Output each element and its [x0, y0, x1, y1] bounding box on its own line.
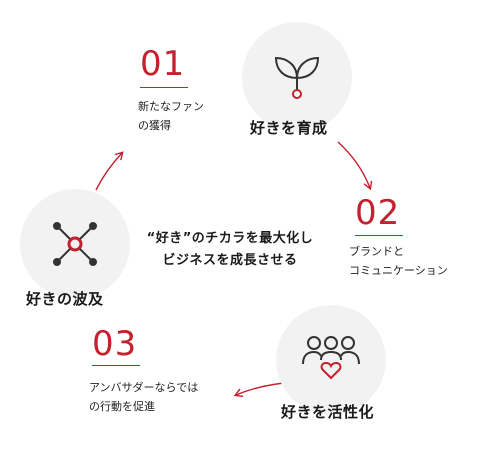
step-01-line2: の獲得: [138, 119, 171, 132]
center-message: “好き”のチカラを最大化し ビジネスを成長させる: [130, 228, 330, 272]
people-heart-icon: [302, 336, 360, 380]
step-03-line1: アンバサダーならでは: [89, 381, 199, 394]
step-02-desc: ブランドと コミュニケーション: [349, 242, 448, 280]
center-message-line2: ビジネスを成長させる: [162, 253, 298, 268]
step-02-rule: [355, 235, 403, 236]
step-01-desc: 新たなファン の獲得: [138, 97, 204, 135]
center-message-line1: “好き”のチカラを最大化し: [146, 231, 314, 246]
arrow-nurture-to-02: [337, 141, 373, 191]
step-01-number: 01: [140, 44, 186, 84]
step-03-rule: [92, 365, 140, 366]
arrow-spread-to-01: [95, 151, 124, 191]
node-spread-circle: [20, 189, 130, 299]
node-spread-label: 好きの波及: [26, 290, 104, 308]
step-01-line1: 新たなファン: [138, 100, 204, 113]
spread-arrows-icon: [53, 222, 97, 266]
node-nurture-label: 好きを育成: [250, 119, 328, 137]
step-03-number: 03: [92, 324, 138, 364]
step-03-line2: の行動を促進: [89, 400, 155, 413]
step-02-number: 02: [355, 193, 401, 233]
step-03-desc: アンバサダーならでは の行動を促進: [89, 378, 198, 416]
step-02-line1: ブランドと: [349, 245, 404, 258]
step-02-line2: コミュニケーション: [349, 264, 448, 277]
node-activate-circle: [276, 305, 386, 415]
sprout-icon: [274, 56, 320, 99]
step-01-rule: [140, 87, 188, 88]
node-activate-label: 好きを活性化: [281, 403, 375, 421]
